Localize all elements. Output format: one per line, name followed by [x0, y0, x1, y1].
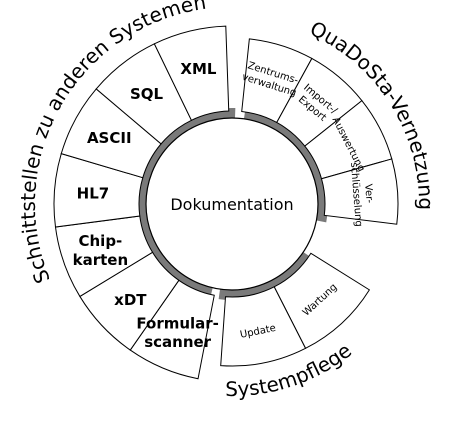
center-circle	[145, 117, 319, 291]
segment-label-xdt: xDT	[114, 291, 147, 309]
segments	[53, 25, 399, 380]
segment-label-ascii: ASCII	[87, 129, 132, 147]
segment-label-xml: XML	[180, 60, 216, 78]
segment-label-chip-karten: Chip-karten	[73, 232, 129, 269]
segment-label-hl7: HL7	[77, 184, 110, 202]
bottom-segment	[220, 286, 307, 367]
left-segment	[153, 25, 230, 121]
segment-label-formular-scanner: Formular-scanner	[136, 314, 219, 351]
center-label: Dokumentation	[170, 195, 293, 214]
segment-label-ver-schl-sselung: Ver-schlüsselung	[348, 161, 376, 227]
segment-label-sql: SQL	[130, 85, 164, 103]
segment-labels: Formular-scanner xDT Chip-karten HL7 ASCII SQ…	[73, 60, 376, 351]
right-segment	[320, 158, 399, 225]
